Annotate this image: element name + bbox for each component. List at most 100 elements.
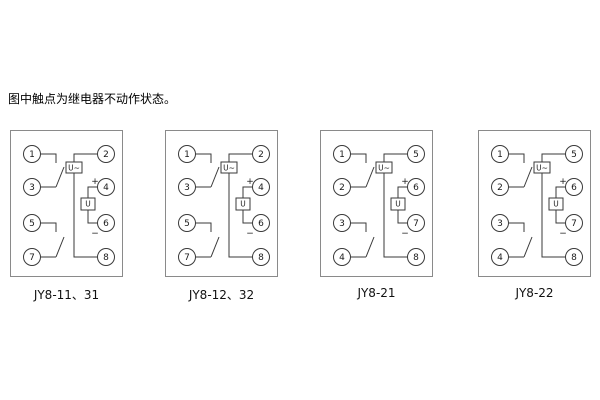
- plus-mark: +: [91, 177, 99, 187]
- terminal-number: 8: [258, 253, 264, 263]
- terminal-number: 2: [497, 183, 503, 193]
- terminal-number: 6: [413, 183, 419, 193]
- ac-element-wire: [383, 153, 408, 162]
- contact-blade: [55, 236, 65, 258]
- diagram-frame: U~ U + − 1 3 5 7 2 4 6 8: [165, 130, 278, 277]
- model-label: JY8-22: [515, 286, 554, 300]
- terminal-number: 4: [497, 253, 503, 263]
- terminal-number: 6: [571, 183, 577, 193]
- contact-blade: [523, 166, 533, 188]
- plus-mark: +: [246, 177, 254, 187]
- model-label: JY8-21: [357, 286, 396, 300]
- terminal-number: 6: [258, 219, 264, 229]
- terminal-number: 2: [103, 150, 109, 160]
- terminal-number: 5: [571, 150, 577, 160]
- terminal-number: 5: [413, 150, 419, 160]
- terminal-circle: [252, 178, 270, 196]
- model-label: JY8-12、32: [188, 288, 255, 302]
- terminal-number: 1: [497, 150, 503, 160]
- terminal-circle: [178, 178, 196, 196]
- figure-note: 图中触点为继电器不动作状态。: [8, 92, 177, 106]
- terminal-circle: [407, 145, 425, 163]
- ac-element-label: U~: [68, 164, 80, 173]
- terminal-circle: [178, 248, 196, 266]
- dc-element-box: [235, 197, 251, 211]
- terminal-number: 7: [29, 253, 35, 263]
- terminal-circle: [565, 145, 583, 163]
- minus-mark: −: [559, 229, 567, 239]
- terminal-circle: [407, 214, 425, 232]
- terminal-circle: [407, 178, 425, 196]
- terminal-circle: [178, 145, 196, 163]
- terminal-circle: [407, 248, 425, 266]
- terminal-number: 3: [339, 219, 345, 229]
- terminal-circle: [23, 214, 41, 232]
- bus-wire: [73, 173, 98, 258]
- terminal-number: 4: [258, 183, 264, 193]
- terminal-number: 1: [339, 150, 345, 160]
- terminal-circle: [252, 214, 270, 232]
- terminal-circle: [565, 178, 583, 196]
- terminal-number: 4: [339, 253, 345, 263]
- contact-blade: [55, 166, 65, 188]
- minus-mark: −: [91, 229, 99, 239]
- terminal-number: 8: [103, 253, 109, 263]
- relay-diagram-panel-2: U~ U + − 1 3 5 7 2 4 6 8 JY8-12、32: [165, 130, 278, 303]
- plus-mark: +: [401, 177, 409, 187]
- wiring-diagram: U~ U + − 1 2 3 4 5 6 7 8: [491, 145, 583, 266]
- diagram-frame: U~ U + − 1 2 3 4 5 6 7 8: [320, 130, 433, 277]
- plus-mark: +: [559, 177, 567, 187]
- contact-blade: [210, 166, 220, 188]
- terminal-number: 3: [29, 183, 35, 193]
- terminal-circle: [178, 214, 196, 232]
- contact-wire: [40, 222, 57, 232]
- terminal-number: 7: [571, 219, 577, 229]
- terminal-number: 1: [184, 150, 190, 160]
- relay-diagram-panel-1: U~ U + − 1 3 5 7 2 4 6 8 J: [10, 130, 123, 303]
- contact-blade: [365, 236, 375, 258]
- terminal-circle: [565, 214, 583, 232]
- ac-element-label: U~: [223, 164, 235, 173]
- minus-mark: −: [246, 229, 254, 239]
- contact-blade: [210, 236, 220, 258]
- contact-wire: [350, 222, 367, 232]
- terminal-number: 6: [103, 219, 109, 229]
- dc-element-label: U: [85, 200, 91, 209]
- terminal-number: 7: [413, 219, 419, 229]
- terminal-number: 5: [29, 219, 35, 229]
- terminal-number: 3: [497, 219, 503, 229]
- terminal-circle: [97, 178, 115, 196]
- dc-element-box: [390, 197, 406, 211]
- diagram-frame: U~ U + − 1 2 3 4 5 6 7 8: [478, 130, 591, 277]
- terminal-circle: [333, 145, 351, 163]
- terminal-circle: [333, 178, 351, 196]
- relay-diagram-panel-3: U~ U + − 1 2 3 4 5 6 7 8 JY8-21: [320, 130, 433, 300]
- model-label: JY8-11、31: [33, 288, 100, 302]
- bus-wire: [383, 173, 408, 258]
- terminal-circle: [23, 248, 41, 266]
- ac-element-label: U~: [536, 164, 548, 173]
- terminal-circle: [333, 214, 351, 232]
- contact-wire: [195, 222, 212, 232]
- ac-element-wire: [228, 153, 253, 162]
- terminal-number: 8: [413, 253, 419, 263]
- terminal-number: 1: [29, 150, 35, 160]
- contact-wire: [508, 222, 525, 232]
- dc-element-box: [548, 197, 564, 211]
- terminal-circle: [491, 178, 509, 196]
- contact-blade: [523, 236, 533, 258]
- dc-element-label: U: [395, 200, 401, 209]
- terminal-number: 7: [184, 253, 190, 263]
- terminal-circle: [252, 248, 270, 266]
- ac-element-box: [65, 161, 83, 174]
- bus-wire: [228, 173, 253, 258]
- terminal-circle: [565, 248, 583, 266]
- dc-element-label: U: [553, 200, 559, 209]
- terminal-number: 5: [184, 219, 190, 229]
- terminal-number: 8: [571, 253, 577, 263]
- terminal-circle: [97, 145, 115, 163]
- dc-element-box: [80, 197, 96, 211]
- relay-diagram-panel-4: U~ U + − 1 2 3 4 5 6 7 8 JY8-22: [478, 130, 591, 300]
- dc-element-label: U: [240, 200, 246, 209]
- terminal-circle: [333, 248, 351, 266]
